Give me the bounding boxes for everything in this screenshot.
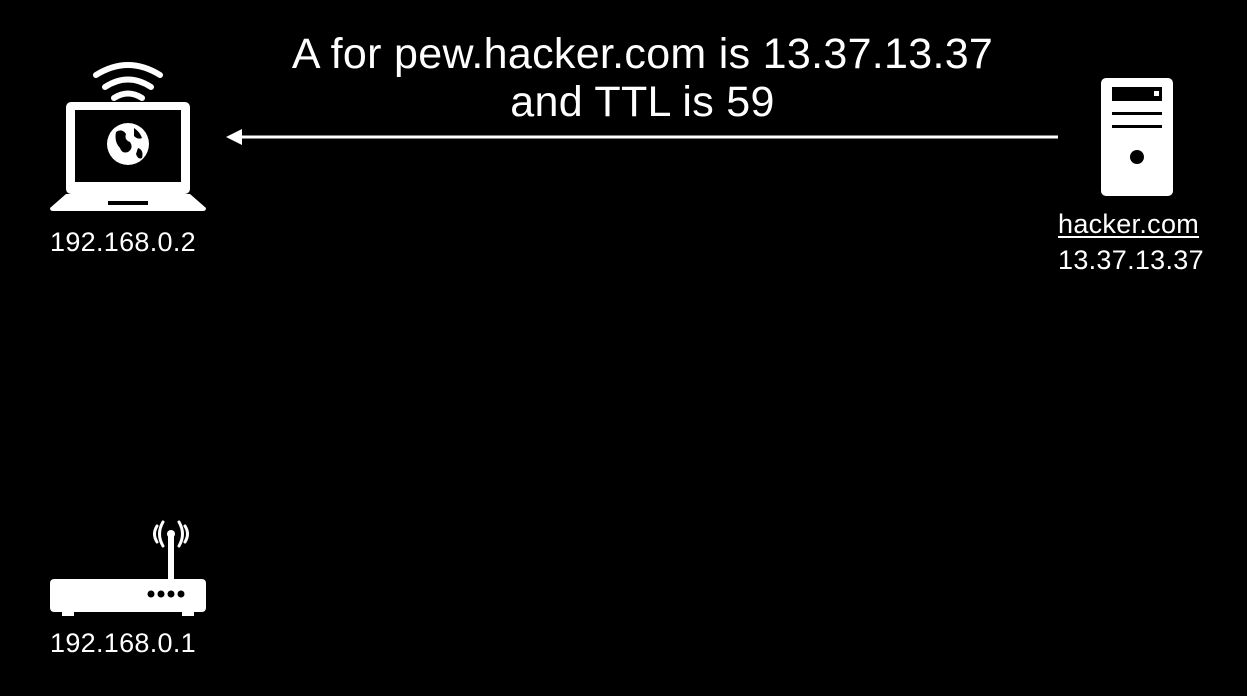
globe-icon — [107, 123, 149, 165]
laptop-icon — [50, 62, 206, 211]
message-line-2: and TTL is 59 — [510, 78, 775, 126]
server-tower-icon — [1101, 78, 1173, 196]
server-ip-label: 13.37.13.37 — [1058, 245, 1204, 275]
dns-response-message: A for pew.hacker.com is 13.37.13.37 and … — [230, 30, 1055, 126]
router-ip-label: 192.168.0.1 — [50, 628, 196, 658]
wifi-router-icon — [50, 520, 206, 616]
laptop-ip-label: 192.168.0.2 — [50, 227, 196, 257]
message-line-1: A for pew.hacker.com is 13.37.13.37 — [291, 30, 994, 78]
response-arrow — [226, 129, 1058, 145]
wifi-icon — [93, 62, 163, 101]
server-hostname-label: hacker.com — [1058, 209, 1200, 239]
